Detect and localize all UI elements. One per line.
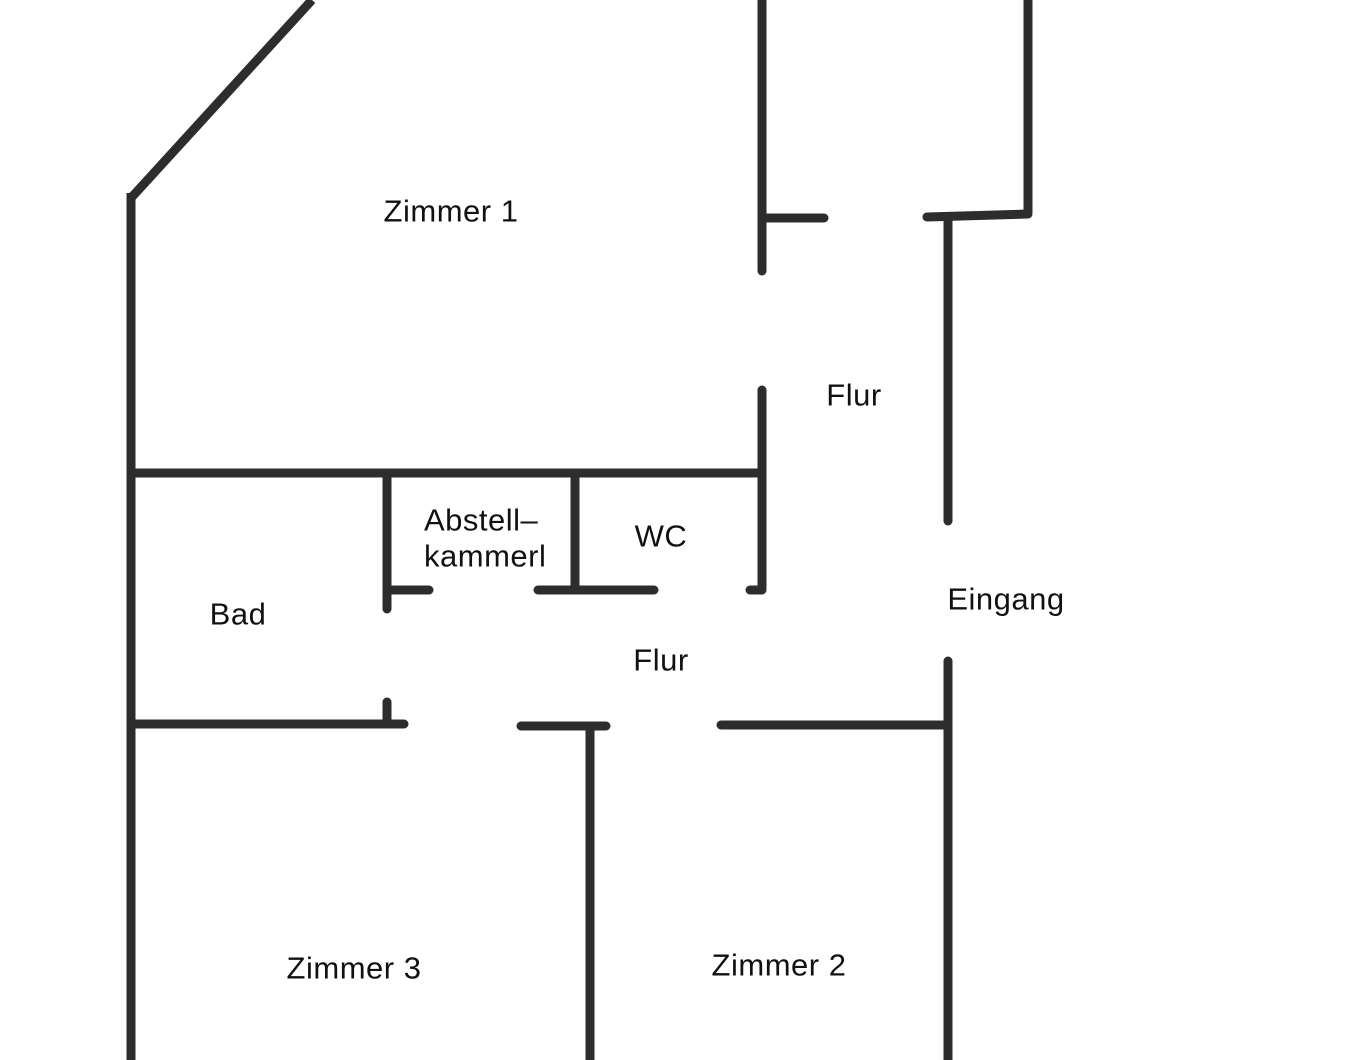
room-label-bad: Bad — [210, 597, 267, 632]
room-label-abstellkammerl-line2: kammerl — [424, 539, 546, 574]
room-label-zimmer-2: Zimmer 2 — [712, 948, 847, 983]
wall-zimmer1-diagonal — [127, 0, 316, 202]
wall-entry-top — [922, 209, 1033, 222]
room-label-flur-bottom: Flur — [633, 643, 688, 678]
room-label-abstellkammerl-line1: Abstell– — [424, 503, 539, 538]
room-label-zimmer-3: Zimmer 3 — [287, 951, 422, 986]
room-label-flur-top: Flur — [826, 378, 881, 413]
room-label-eingang: Eingang — [947, 582, 1064, 617]
room-label-wc: WC — [635, 519, 688, 554]
room-label-zimmer-1: Zimmer 1 — [384, 194, 519, 229]
